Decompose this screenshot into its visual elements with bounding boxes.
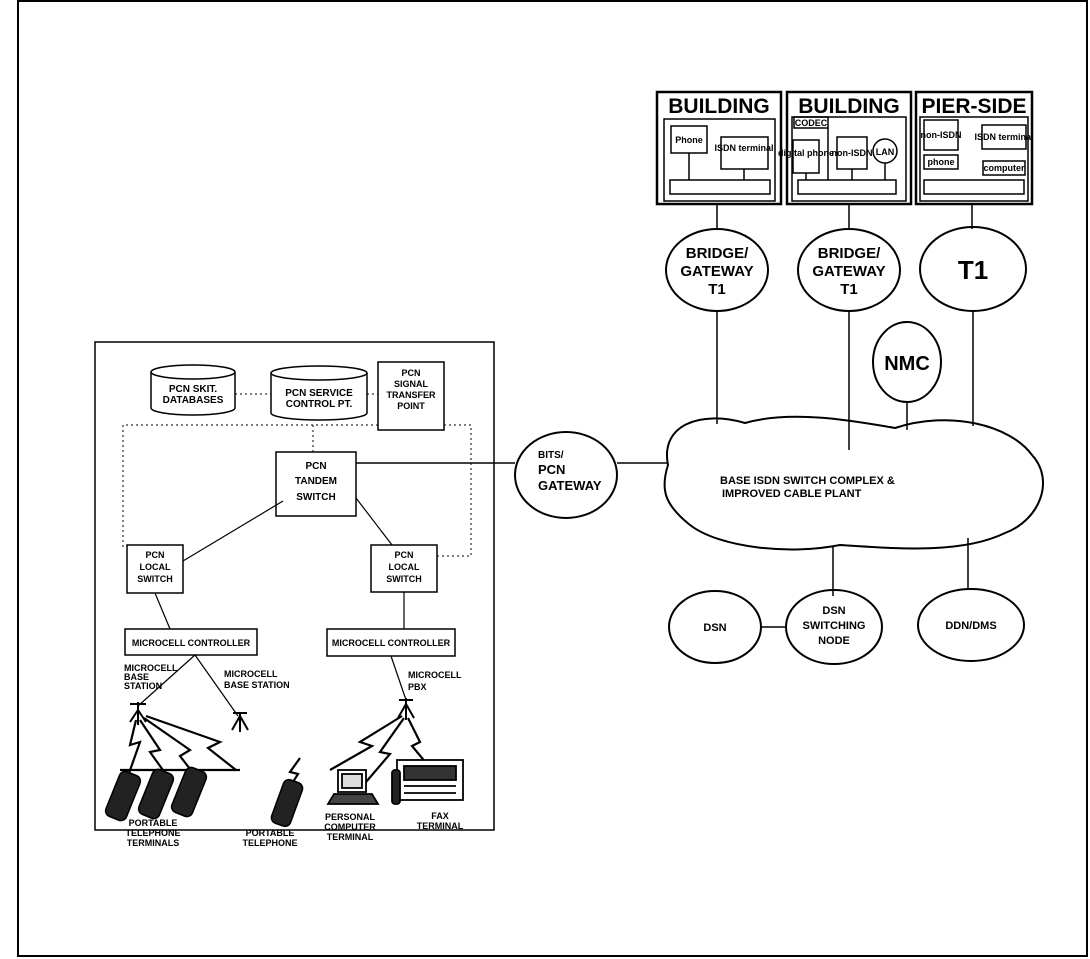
svg-text:BASE: BASE (124, 672, 149, 682)
svg-text:PCN: PCN (401, 368, 420, 378)
pier-side-terminal-label: ISDN terminal (974, 132, 1033, 142)
svg-text:BRIDGE/: BRIDGE/ (818, 245, 881, 262)
building-2-title: BUILDING (798, 95, 900, 118)
svg-text:PBX: PBX (408, 682, 427, 692)
pier-side-nonisdn-label: non-ISDN (921, 130, 962, 140)
fax-label: FAX (431, 811, 449, 821)
pier-side-computer-label: computer (983, 163, 1025, 173)
pcn-panel: PCN SKIT. DATABASES PCN SERVICE CONTROL … (94, 341, 495, 848)
svg-text:TRANSFER: TRANSFER (387, 390, 436, 400)
svg-text:LOCAL: LOCAL (140, 562, 171, 572)
pcn-signal-transfer-point: PCN SIGNAL TRANSFER POINT (377, 361, 445, 431)
svg-text:SWITCHING: SWITCHING (803, 620, 866, 632)
building-pier-side: PIER-SIDE non-ISDN ISDN terminal phone c… (914, 90, 1034, 206)
pier-side-phone-label: phone (928, 157, 955, 167)
svg-text:GATEWAY: GATEWAY (680, 263, 753, 280)
portable-phones-label: PORTABLE (129, 818, 178, 828)
building-2-nonisdn-label: non-ISDN (832, 148, 873, 158)
svg-text:MICROCELL CONTROLLER: MICROCELL CONTROLLER (132, 638, 251, 648)
svg-text:SWITCH: SWITCH (296, 492, 335, 503)
svg-text:PCN: PCN (145, 550, 164, 560)
building-2: BUILDING CODEC digital phone non-ISDN LA… (778, 90, 913, 206)
cloud-label-line2: IMPROVED CABLE PLANT (722, 488, 862, 500)
isdn-switch-cloud: BASE ISDN SWITCH COMPLEX & IMPROVED CABL… (663, 415, 1044, 551)
svg-text:DSN: DSN (703, 622, 726, 634)
building-2-digital-phone-label: digital phone (778, 148, 834, 158)
building-1: BUILDING Phone ISDN terminal (655, 90, 783, 206)
diagram-frame (17, 0, 1088, 957)
svg-text:T1: T1 (958, 255, 988, 285)
svg-text:TELEPHONE: TELEPHONE (125, 828, 180, 838)
svg-text:STATION: STATION (124, 681, 162, 691)
building-2-lan-label: LAN (876, 147, 895, 157)
svg-text:BITS/: BITS/ (538, 450, 564, 461)
pcn-service-control-point: PCN SERVICE CONTROL PT. (270, 365, 368, 421)
portable-phone-label: PORTABLE (246, 828, 295, 838)
svg-text:GATEWAY: GATEWAY (538, 478, 602, 493)
bridge-gateway-1: BRIDGE/ GATEWAY T1 (665, 228, 769, 312)
svg-text:GATEWAY: GATEWAY (812, 263, 885, 280)
svg-text:TERMINAL: TERMINAL (327, 832, 374, 842)
pcn-local-switch-1: PCN LOCAL SWITCH (126, 544, 184, 594)
svg-text:TANDEM: TANDEM (295, 476, 337, 487)
svg-text:NMC: NMC (884, 353, 930, 375)
dsn-switching-node: DSN SWITCHING NODE (785, 589, 883, 665)
svg-text:PCN SKIT.: PCN SKIT. (169, 384, 218, 395)
svg-text:T1: T1 (708, 281, 726, 298)
building-1-title: BUILDING (668, 95, 770, 118)
svg-text:T1: T1 (840, 281, 858, 298)
fax-icon (391, 759, 464, 805)
svg-text:SWITCH: SWITCH (386, 574, 422, 584)
dsn-node: DSN (668, 590, 762, 664)
building-1-terminal-label: ISDN terminal (714, 143, 773, 153)
svg-text:BASE STATION: BASE STATION (224, 680, 290, 690)
svg-text:DDN/DMS: DDN/DMS (945, 620, 996, 632)
svg-text:CONTROL PT.: CONTROL PT. (286, 399, 353, 410)
pier-side-title: PIER-SIDE (921, 95, 1026, 118)
bridge-gateway-2: BRIDGE/ GATEWAY T1 (797, 228, 901, 312)
svg-text:PCN SERVICE: PCN SERVICE (285, 388, 353, 399)
ddn-dms-node: DDN/DMS (917, 588, 1025, 662)
pc-label: PERSONAL (325, 812, 376, 822)
svg-text:PCN: PCN (538, 462, 565, 477)
svg-text:BRIDGE/: BRIDGE/ (686, 245, 749, 262)
microcell-base-station-1-label: MICROCELL (124, 663, 178, 673)
svg-text:NODE: NODE (818, 635, 850, 647)
svg-text:DATABASES: DATABASES (163, 395, 224, 406)
svg-text:COMPUTER: COMPUTER (324, 822, 376, 832)
microcell-base-station-2-label: MICROCELL (224, 669, 278, 679)
microcell-controller-2: MICROCELL CONTROLLER (326, 628, 456, 657)
t1-gateway: T1 (919, 226, 1027, 312)
svg-text:DSN: DSN (822, 605, 845, 617)
pcn-databases: PCN SKIT. DATABASES (150, 364, 236, 416)
cloud-label-line1: BASE ISDN SWITCH COMPLEX & (720, 475, 895, 487)
microcell-controller-1: MICROCELL CONTROLLER (124, 628, 258, 656)
portable-phone-icon (104, 766, 304, 828)
svg-text:TELEPHONE: TELEPHONE (242, 838, 297, 848)
svg-text:SWITCH: SWITCH (137, 574, 173, 584)
pcn-local-switch-2: PCN LOCAL SWITCH (370, 544, 438, 593)
pcn-tandem-switch: PCN TANDEM SWITCH (275, 451, 357, 517)
nmc-node: NMC (872, 321, 942, 403)
svg-text:TERMINALS: TERMINALS (127, 838, 180, 848)
antenna-icon (397, 698, 415, 720)
svg-text:TERMINAL: TERMINAL (417, 821, 464, 831)
svg-text:POINT: POINT (397, 401, 425, 411)
computer-icon (326, 769, 380, 805)
antenna-icon (231, 712, 249, 732)
microcell-pbx-label: MICROCELL (408, 670, 462, 680)
svg-text:PCN: PCN (305, 461, 326, 472)
svg-text:SIGNAL: SIGNAL (394, 379, 429, 389)
svg-text:MICROCELL CONTROLLER: MICROCELL CONTROLLER (332, 638, 451, 648)
svg-text:PCN: PCN (394, 550, 413, 560)
svg-text:LOCAL: LOCAL (389, 562, 420, 572)
building-1-phone-label: Phone (675, 135, 703, 145)
bits-pcn-gateway: BITS/ PCN GATEWAY (514, 431, 618, 519)
building-2-codec-label: CODEC (795, 118, 828, 128)
antenna-icon (129, 702, 147, 725)
